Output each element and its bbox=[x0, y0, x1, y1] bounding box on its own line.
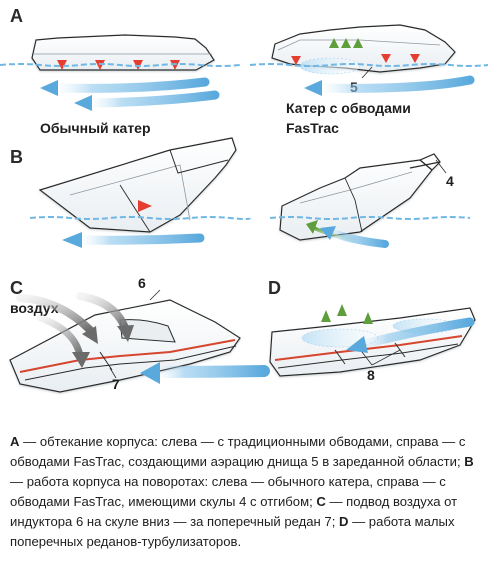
caption-key-a: A bbox=[10, 434, 20, 449]
water-flow-arrows bbox=[320, 226, 389, 248]
panel-a: A Обычный катер bbox=[0, 6, 488, 136]
lift-arrows bbox=[329, 38, 363, 58]
figure-caption: A — обтекание корпуса: слева — с традици… bbox=[10, 432, 480, 552]
hull-section-with-inductor bbox=[9, 299, 241, 393]
conventional-boat-hull-turning bbox=[38, 137, 237, 233]
caption-key-b: B bbox=[464, 454, 474, 469]
conventional-boat-label: Обычный катер bbox=[40, 120, 151, 136]
waterline bbox=[0, 63, 241, 67]
panel-d: D 8 bbox=[268, 278, 476, 383]
callout-line bbox=[435, 159, 447, 174]
pressure-arrows bbox=[291, 36, 420, 65]
callout-line bbox=[109, 367, 117, 379]
water-flow-arrows bbox=[140, 362, 270, 384]
panel-a-letter: A bbox=[10, 6, 23, 26]
panel-d-letter: D bbox=[268, 278, 281, 298]
air-flow-arrows bbox=[16, 292, 134, 368]
callout-6: 6 bbox=[138, 275, 146, 291]
panel-b-letter: B bbox=[10, 147, 23, 167]
caption-text-b: — работа корпуса на поворотах: слева — о… bbox=[10, 474, 446, 509]
callout-7: 7 bbox=[112, 376, 120, 392]
caption-key-d: D bbox=[338, 514, 349, 529]
conventional-boat-hull bbox=[31, 34, 215, 71]
waterline bbox=[249, 63, 488, 67]
callout-4: 4 bbox=[446, 173, 454, 189]
waterline bbox=[29, 216, 251, 220]
callout-line bbox=[361, 351, 373, 366]
caption-text-a: — обтекание корпуса: слева — с традицион… bbox=[10, 434, 466, 469]
callout-line bbox=[361, 66, 373, 79]
water-flow-arrows bbox=[62, 232, 205, 248]
callout-line bbox=[371, 349, 401, 366]
water-flow-arrows bbox=[304, 75, 475, 96]
callout-line bbox=[149, 289, 161, 301]
diagram-figure: A Обычный катер bbox=[0, 6, 488, 393]
caption-key-c: C bbox=[316, 494, 326, 509]
fastrac-boat-label-line1: Катер с обводами bbox=[286, 100, 411, 116]
waterline bbox=[269, 216, 471, 220]
side-force-arrow bbox=[100, 200, 152, 212]
caption-text-d: — работа малых поперечных реданов-турбул… bbox=[10, 514, 455, 549]
lift-arrows bbox=[321, 304, 373, 336]
callout-8: 8 bbox=[367, 367, 375, 383]
panel-c-letter: C bbox=[10, 278, 23, 298]
caption-text-c: — подвод воздуха от индуктора 6 на скуле… bbox=[10, 494, 458, 529]
fastrac-boat-hull-turning bbox=[279, 153, 441, 241]
water-flow-arrows bbox=[346, 317, 475, 353]
panel-b: B bbox=[10, 137, 471, 248]
water-flow-arrows bbox=[40, 77, 220, 111]
panel-c: C воздух 6 7 bbox=[9, 275, 270, 393]
fastrac-boat-label-line2: FasTrac bbox=[286, 120, 339, 136]
